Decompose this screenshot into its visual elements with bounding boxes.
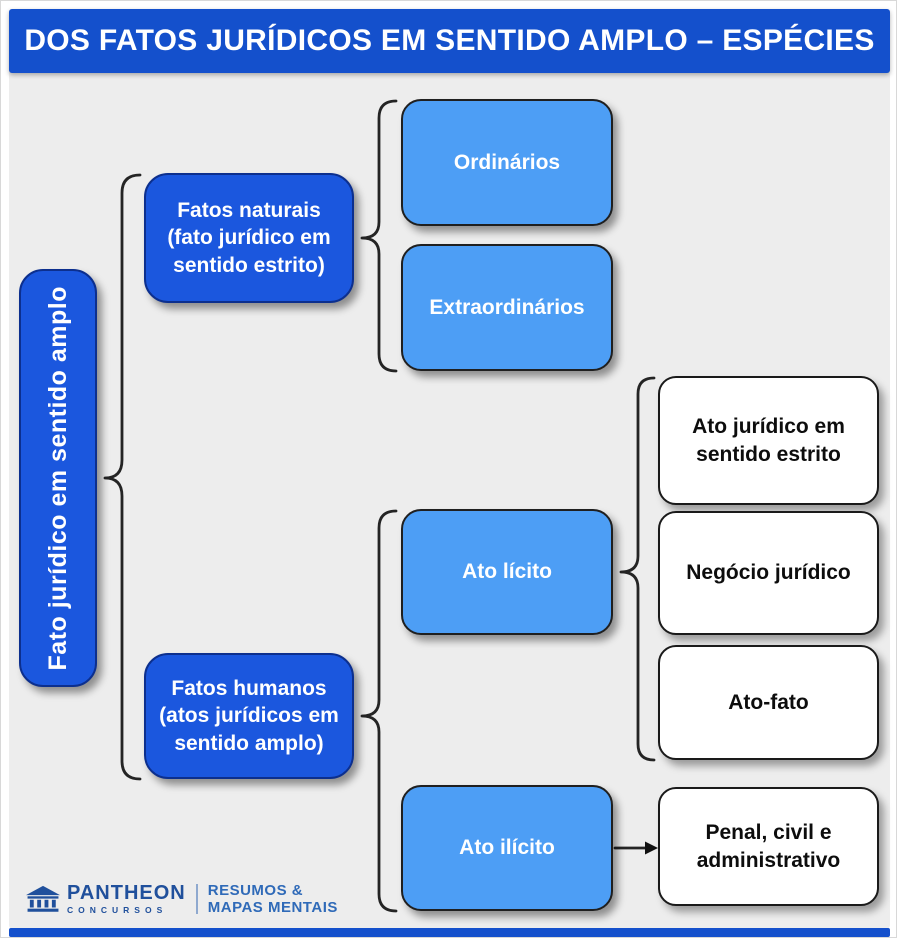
footer-logo: PANTHEON CONCURSOS RESUMOS & MAPAS MENTA… [26,879,338,919]
node-ato-juridico-sentido-estrito: Ato jurídico em sentido estrito [658,376,879,505]
node-fatos-humanos-label: Fatos humanos (atos jurídicos em sentido… [159,677,339,755]
node-extraordinarios-label: Extraordinários [429,295,585,319]
node-ordinarios: Ordinários [401,99,613,226]
logo-divider [195,884,198,914]
node-ato-fato: Ato-fato [658,645,879,760]
tagline-line-1: RESUMOS & [207,881,304,899]
header-bar: DOS FATOS JURÍDICOS EM SENTIDO AMPLO – E… [9,9,890,73]
node-penal-civil-administrativo: Penal, civil e administrativo [658,787,879,906]
node-fato-juridico-sentido-amplo: Fato jurídico em sentido amplo [19,269,97,687]
page-title: DOS FATOS JURÍDICOS EM SENTIDO AMPLO – E… [24,24,875,57]
node-ato-licito: Ato lícito [401,509,613,635]
brand-block: PANTHEON CONCURSOS [67,883,186,915]
node-extraordinarios: Extraordinários [401,244,613,371]
node-ato-juridico-sentido-estrito-label: Ato jurídico em sentido estrito [692,415,845,466]
brand-tagline: RESUMOS & MAPAS MENTAIS [208,882,338,917]
node-ordinarios-label: Ordinários [453,150,561,174]
pantheon-temple-icon [26,885,60,912]
node-fatos-humanos: Fatos humanos (atos jurídicos em sentido… [144,653,354,779]
node-negocio-juridico: Negócio jurídico [658,511,879,635]
node-ato-ilicito-label: Ato ilícito [459,836,555,860]
node-fatos-naturais: Fatos naturais (fato jurídico em sentido… [144,173,354,303]
node-ato-licito-label: Ato lícito [462,560,552,584]
brand-subtitle: CONCURSOS [67,905,168,916]
brand-name: PANTHEON [67,882,186,905]
node-fatos-naturais-label: Fatos naturais (fato jurídico em sentido… [167,199,331,277]
node-fato-juridico-sentido-amplo-label: Fato jurídico em sentido amplo [43,285,72,671]
node-ato-ilicito: Ato ilícito [401,785,613,911]
node-ato-fato-label: Ato-fato [728,690,809,714]
node-penal-civil-administrativo-label: Penal, civil e administrativo [696,821,841,872]
bottom-accent-strip [9,928,890,937]
node-negocio-juridico-label: Negócio jurídico [686,561,851,585]
tagline-line-2: MAPAS MENTAIS [207,899,338,916]
